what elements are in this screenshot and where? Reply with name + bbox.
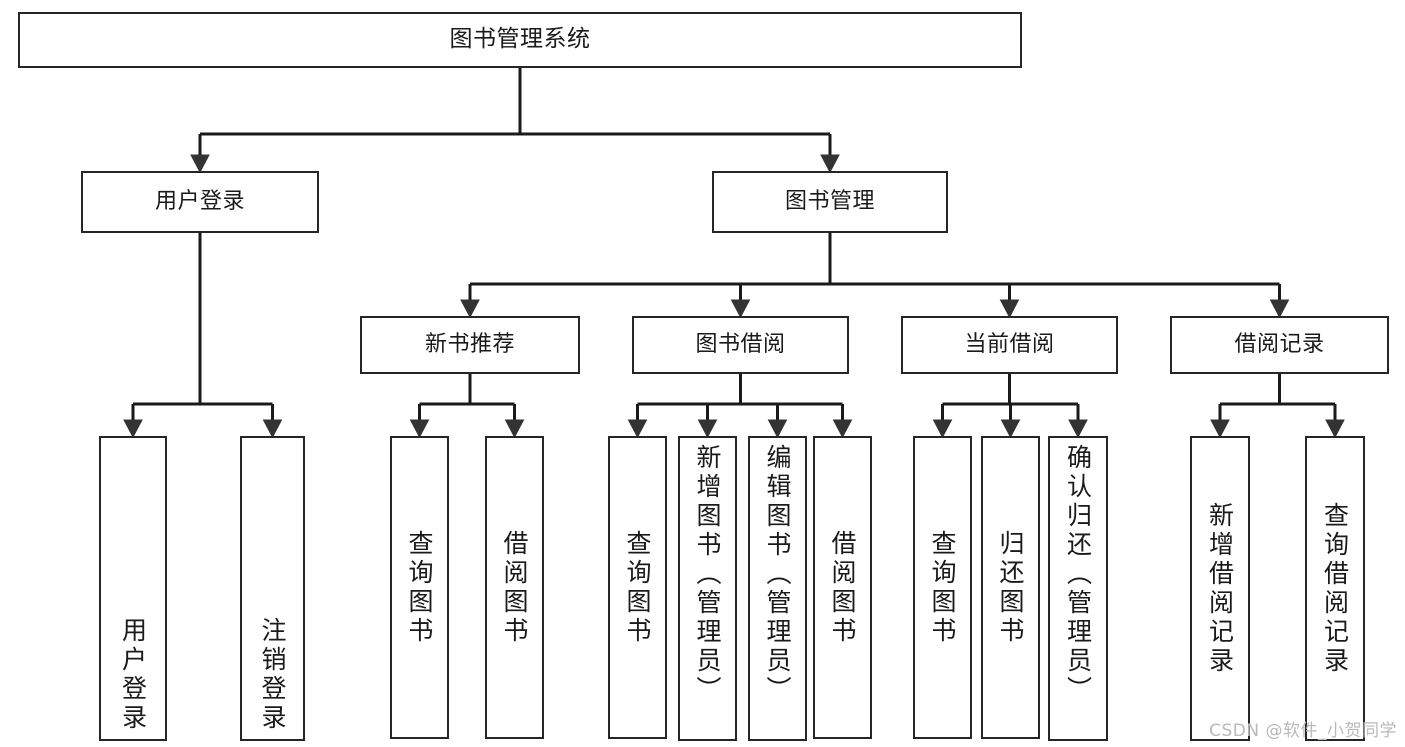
node-leaf-edit-book[interactable]: 编辑图书（管理员）	[748, 436, 807, 741]
arrowhead-icon	[697, 419, 718, 439]
node-label: 图书借阅	[695, 332, 786, 358]
node-root[interactable]: 图书管理系统	[18, 12, 1022, 68]
node-label: 归还图书	[996, 529, 1025, 646]
node-user-login[interactable]: 用户登录	[81, 171, 319, 233]
node-label: 用户登录	[118, 617, 148, 733]
node-label: 查询图书	[623, 529, 652, 646]
node-leaf-borrow-book-2[interactable]: 借阅图书	[813, 436, 872, 739]
node-label: 确认归还（管理员）	[1063, 444, 1093, 705]
node-leaf-query-record[interactable]: 查询借阅记录	[1305, 436, 1365, 741]
node-book-borrow[interactable]: 图书借阅	[632, 316, 849, 374]
arrowhead-icon	[460, 299, 480, 319]
arrowhead-icon	[932, 419, 953, 439]
node-current-borrow[interactable]: 当前借阅	[901, 316, 1118, 374]
node-leaf-query-book-2[interactable]: 查询图书	[608, 436, 667, 739]
node-leaf-user-logout[interactable]: 注销登录	[240, 436, 305, 741]
node-leaf-user-login[interactable]: 用户登录	[99, 436, 167, 741]
node-book-manage[interactable]: 图书管理	[712, 171, 948, 233]
arrowhead-icon	[627, 419, 648, 439]
arrowhead-icon	[1068, 419, 1088, 439]
arrowhead-icon	[832, 419, 853, 439]
node-label: 借阅图书	[500, 529, 529, 646]
arrowhead-icon	[730, 299, 751, 319]
node-leaf-query-book-1[interactable]: 查询图书	[390, 436, 449, 739]
arrowhead-icon	[767, 419, 788, 439]
node-label: 图书管理	[784, 189, 875, 215]
arrowhead-icon	[504, 419, 525, 439]
node-label: 用户登录	[154, 189, 245, 215]
node-label: 新增图书（管理员）	[693, 444, 722, 705]
arrowhead-icon	[1000, 419, 1021, 439]
node-label: 新书推荐	[424, 332, 515, 358]
arrowhead-icon	[820, 154, 840, 174]
node-label: 注销登录	[258, 617, 287, 733]
node-leaf-return-book[interactable]: 归还图书	[981, 436, 1040, 739]
node-label: 图书管理系统	[449, 26, 591, 53]
node-label: 借阅图书	[828, 529, 857, 646]
arrowhead-icon	[1325, 419, 1345, 439]
arrowhead-icon	[999, 299, 1020, 319]
arrowhead-icon	[123, 419, 143, 439]
arrowhead-icon	[1210, 419, 1230, 439]
node-label: 当前借阅	[964, 332, 1055, 358]
node-new-book-rec[interactable]: 新书推荐	[360, 316, 580, 374]
node-leaf-borrow-book-1[interactable]: 借阅图书	[485, 436, 544, 739]
node-label: 新增借阅记录	[1205, 501, 1235, 676]
arrowhead-icon	[1269, 299, 1290, 319]
node-leaf-query-book-3[interactable]: 查询图书	[913, 436, 972, 739]
node-label: 编辑图书（管理员）	[763, 444, 792, 705]
node-label: 借阅记录	[1234, 332, 1325, 358]
node-leaf-add-record[interactable]: 新增借阅记录	[1190, 436, 1250, 741]
watermark-text: CSDN @软件_小贺同学	[1209, 721, 1397, 741]
node-label: 查询图书	[928, 529, 957, 646]
arrowhead-icon	[409, 419, 430, 439]
arrowhead-icon	[190, 154, 210, 174]
node-borrow-record[interactable]: 借阅记录	[1170, 316, 1389, 374]
node-leaf-confirm-return[interactable]: 确认归还（管理员）	[1048, 436, 1108, 741]
node-label: 查询图书	[405, 529, 434, 646]
node-label: 查询借阅记录	[1320, 501, 1350, 676]
arrowhead-icon	[262, 419, 283, 439]
node-leaf-add-book[interactable]: 新增图书（管理员）	[678, 436, 737, 741]
